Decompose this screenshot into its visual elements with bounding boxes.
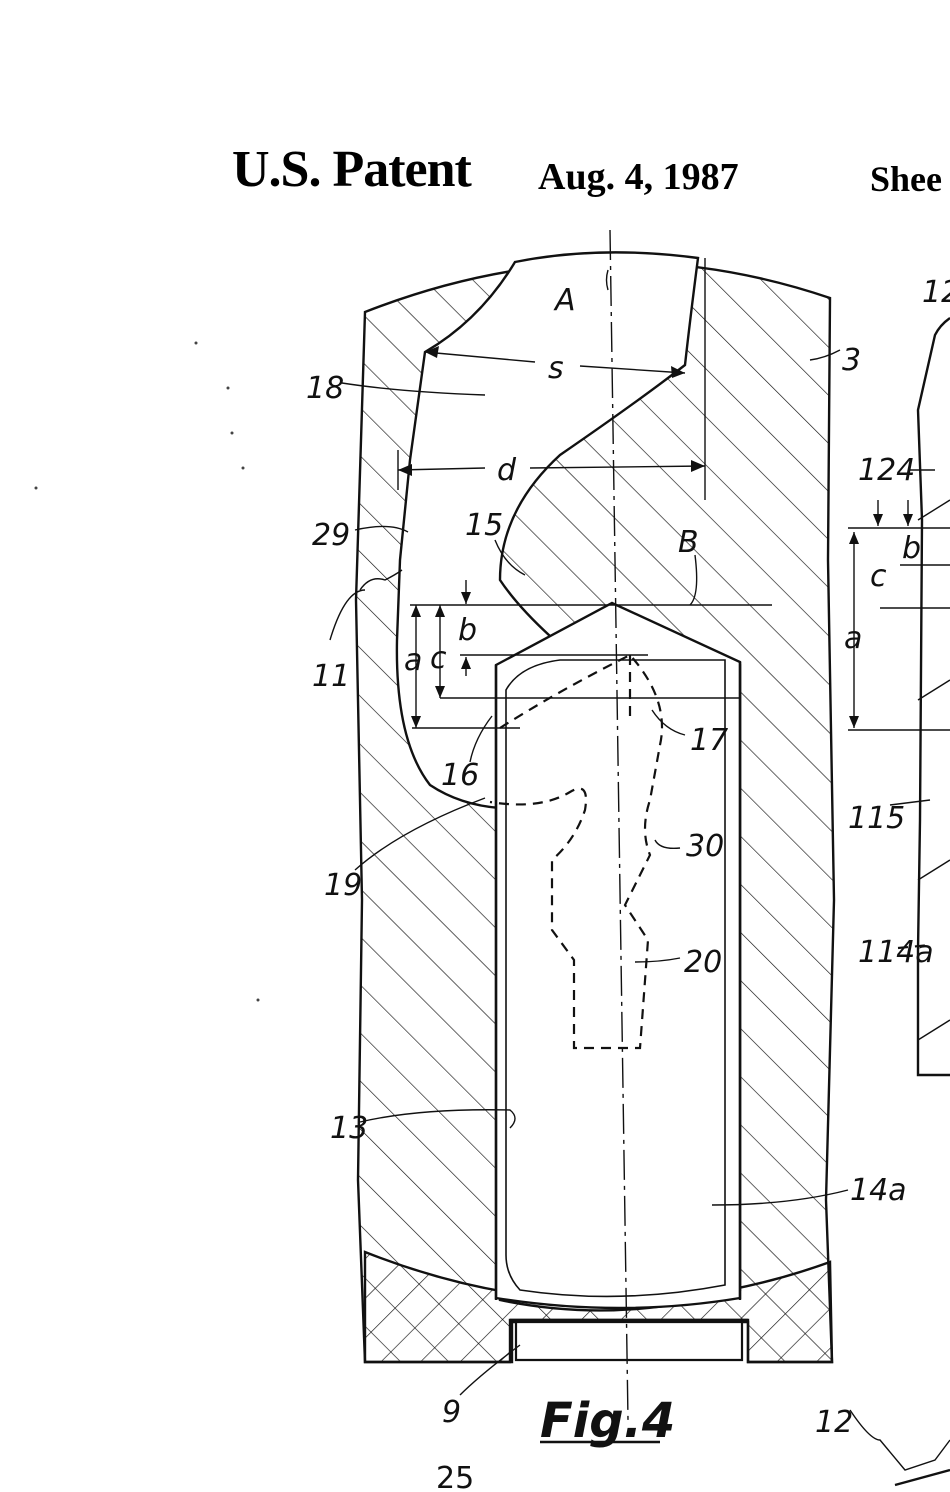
label-A: A bbox=[553, 283, 576, 318]
patent-date: Aug. 4, 1987 bbox=[538, 156, 739, 198]
leader-lines bbox=[329, 269, 849, 1396]
adj-label-a: a bbox=[844, 621, 862, 656]
figure-caption: Fig.4 bbox=[540, 1393, 675, 1449]
ref-29: 29 bbox=[312, 518, 350, 553]
plug-9 bbox=[510, 1318, 748, 1362]
ref-30: 30 bbox=[686, 829, 724, 864]
patent-header-title: U.S. Patent bbox=[232, 141, 472, 198]
adj-label-c: c bbox=[870, 559, 887, 594]
adj-label-b: b bbox=[902, 531, 921, 566]
ref-9: 9 bbox=[442, 1395, 461, 1430]
dimension-s bbox=[424, 346, 686, 378]
ref-11: 11 bbox=[312, 659, 350, 694]
ref-18: 18 bbox=[306, 371, 344, 406]
page-number: 25 bbox=[436, 1461, 474, 1492]
dimension-abc bbox=[411, 580, 471, 728]
label-c: c bbox=[430, 641, 447, 676]
ref-114a: 114a bbox=[858, 935, 934, 970]
ref-3: 3 bbox=[842, 343, 861, 378]
ref-12-bottom: 12 bbox=[815, 1405, 853, 1440]
ref-19: 19 bbox=[324, 868, 362, 903]
label-B: B bbox=[678, 525, 699, 560]
centerline-A bbox=[609, 229, 629, 1421]
label-d: d bbox=[497, 453, 517, 488]
ref-15: 15 bbox=[465, 508, 503, 543]
dimension-d bbox=[397, 258, 706, 500]
cavity-18 bbox=[395, 251, 742, 1312]
ref-20: 20 bbox=[684, 945, 722, 980]
dashed-insert-20 bbox=[489, 653, 664, 1050]
ref-115: 115 bbox=[848, 801, 905, 836]
ref-12-top: 12 bbox=[922, 275, 950, 310]
ref-17: 17 bbox=[690, 723, 728, 758]
label-s: s bbox=[548, 351, 564, 386]
ref-124: 124 bbox=[858, 453, 915, 488]
ref-14a: 14a bbox=[850, 1173, 907, 1208]
label-a: a bbox=[404, 643, 422, 678]
label-b: b bbox=[458, 613, 477, 648]
adjacent-figure bbox=[848, 317, 950, 1487]
ref-13: 13 bbox=[330, 1111, 368, 1146]
sheet-number: Shee bbox=[870, 159, 942, 199]
ref-16: 16 bbox=[441, 758, 479, 793]
